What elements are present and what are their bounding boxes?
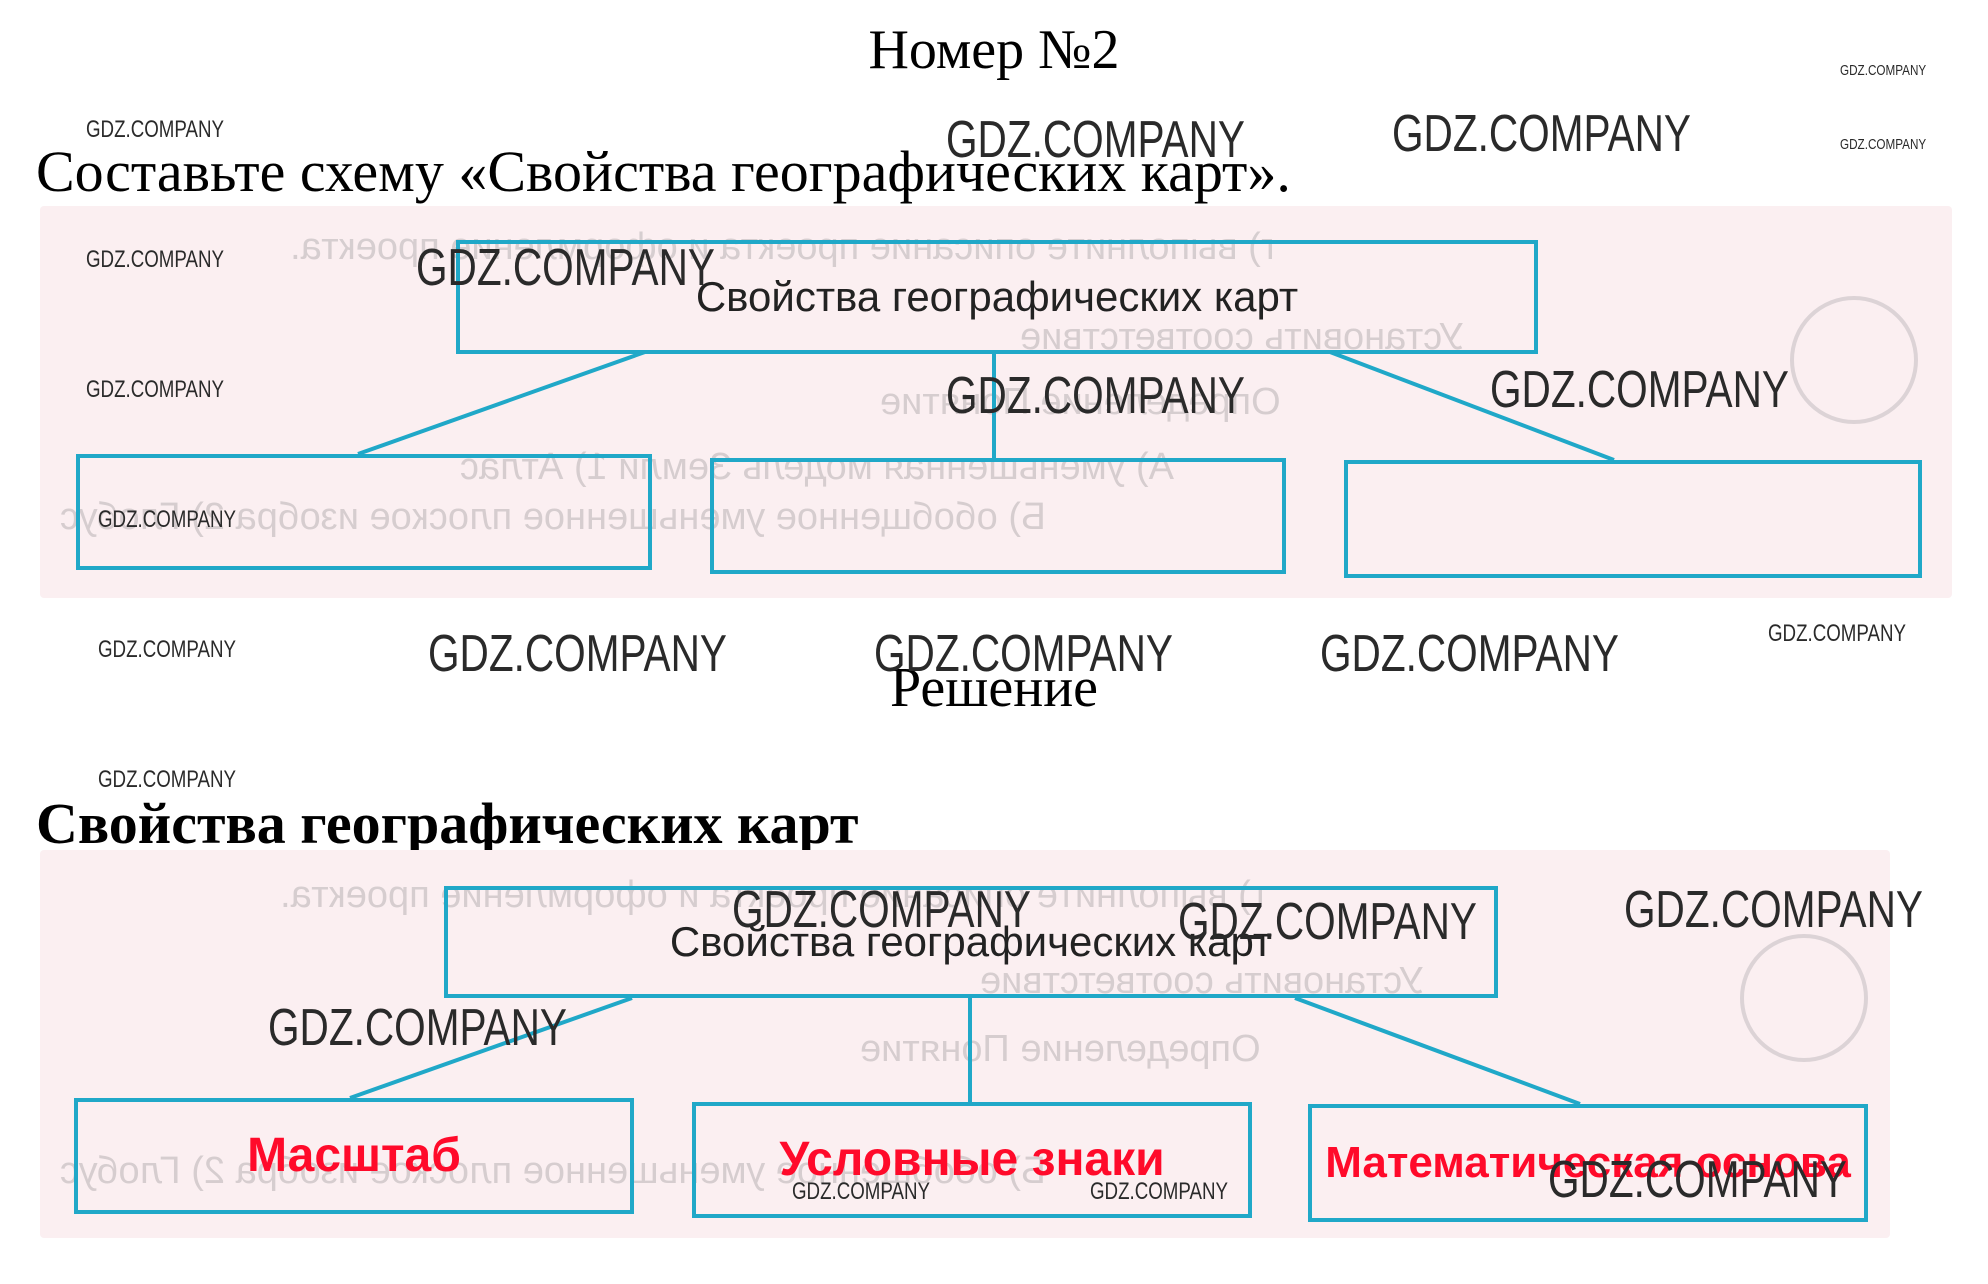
answer-symbols: Условные знаки <box>779 1132 1165 1186</box>
scheme-scan-empty: г) выполните описание проекта и оформлен… <box>40 206 1952 598</box>
watermark: GDZ.COMPANY <box>1840 136 1927 153</box>
watermark: GDZ.COMPANY <box>268 999 567 1057</box>
child-box-empty-1 <box>76 454 652 570</box>
task-text: Составьте схему «Свойства географических… <box>36 139 1291 204</box>
scheme-connectors <box>349 996 1581 1106</box>
watermark: GDZ.COMPANY <box>1320 625 1619 683</box>
watermark: GDZ.COMPANY <box>98 506 236 533</box>
watermark: GDZ.COMPANY <box>1768 620 1906 647</box>
watermark: GDZ.COMPANY <box>792 1178 930 1205</box>
watermark: GDZ.COMPANY <box>86 376 224 403</box>
root-box: Свойства географических карт <box>444 886 1498 998</box>
scheme-scan-solved: г) выполните описание проекта и оформлен… <box>40 850 1890 1238</box>
watermark: GDZ.COMPANY <box>98 766 236 793</box>
answer-heading: Свойства географических карт <box>36 791 859 856</box>
root-box: Свойства географических карт <box>456 240 1538 354</box>
watermark: GDZ.COMPANY <box>98 636 236 663</box>
answer-scale: Масштаб <box>247 1128 461 1182</box>
child-box-math-basis: Математическая основа <box>1308 1104 1868 1222</box>
watermark: GDZ.COMPANY <box>416 239 715 297</box>
answer-math-basis: Математическая основа <box>1325 1137 1851 1187</box>
problem-number-title: Номер №2 <box>868 19 1120 81</box>
scheme-connectors <box>357 350 1615 462</box>
root-label: Свойства географических карт <box>669 918 1273 965</box>
watermark: GDZ.COMPANY <box>1392 105 1691 163</box>
watermark: GDZ.COMPANY <box>86 116 224 143</box>
child-box-scale: Масштаб <box>74 1098 634 1214</box>
watermark: GDZ.COMPANY <box>732 881 1031 939</box>
watermark: GDZ.COMPANY <box>946 367 1245 425</box>
watermark: GDZ.COMPANY <box>1840 62 1927 79</box>
watermark: GDZ.COMPANY <box>1178 893 1477 951</box>
watermark: GDZ.COMPANY <box>874 625 1173 683</box>
child-box-symbols: Условные знаки <box>692 1102 1252 1218</box>
watermark: GDZ.COMPANY <box>1090 1178 1228 1205</box>
watermark: GDZ.COMPANY <box>86 246 224 273</box>
watermark: GDZ.COMPANY <box>428 625 727 683</box>
child-box-empty-2 <box>710 458 1286 574</box>
child-box-empty-3 <box>1344 460 1922 578</box>
solution-title: Решение <box>889 657 1099 719</box>
root-label: Свойства географических карт <box>695 273 1299 320</box>
watermark: GDZ.COMPANY <box>946 111 1245 169</box>
watermark: GDZ.COMPANY <box>1548 1151 1847 1209</box>
watermark: GDZ.COMPANY <box>1490 361 1789 419</box>
watermark: GDZ.COMPANY <box>1624 881 1923 939</box>
check-circle-icon <box>1790 296 1918 424</box>
check-circle-icon <box>1740 934 1868 1062</box>
